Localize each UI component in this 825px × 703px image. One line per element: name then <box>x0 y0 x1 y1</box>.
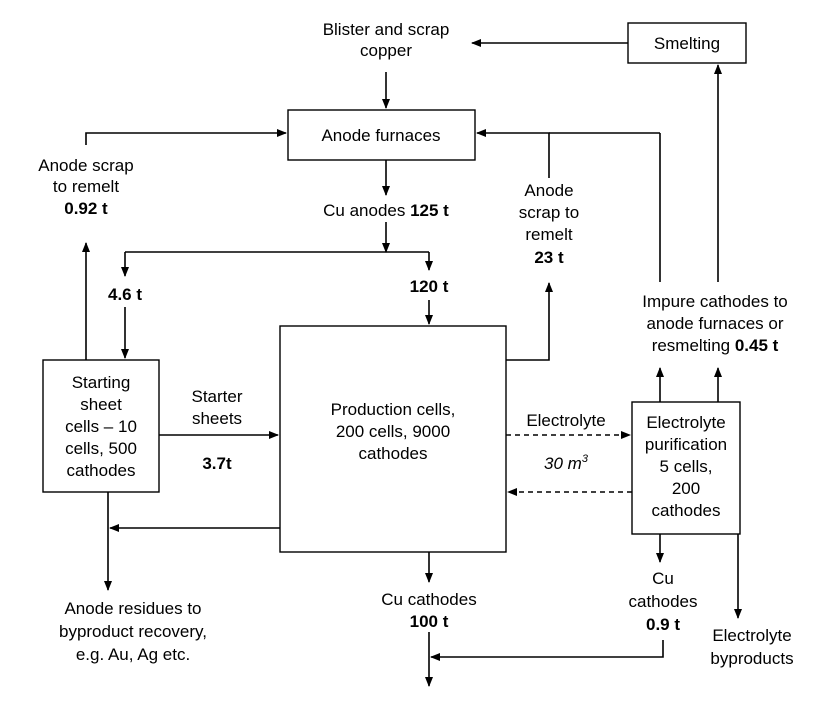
impure-label-line2: anode furnaces or <box>646 314 783 333</box>
split-right-value: 120 t <box>410 277 449 296</box>
small-cathodes-join-arrow <box>430 640 664 661</box>
residues-label-line2: byproduct recovery, <box>59 622 207 641</box>
anode-furnaces-label: Anode furnaces <box>321 126 440 145</box>
purif-label-line4: 200 <box>672 479 700 498</box>
electrolyte-volume-text: 30 m <box>544 454 582 473</box>
cu-cathodes-value: 100 t <box>410 612 449 631</box>
starting-label-line4: cells, 500 <box>65 439 137 458</box>
purif-label-line1: Electrolyte <box>646 413 725 432</box>
small-cathodes-value: 0.9 t <box>646 615 680 634</box>
blister-label-line2: copper <box>360 41 412 60</box>
residues-label-line3: e.g. Au, Ag etc. <box>76 645 190 664</box>
production-to-scrap-arrow <box>506 282 553 361</box>
cu-anodes-text: Cu anodes <box>323 201 410 220</box>
impure-label-line3: resmelting 0.45 t <box>652 336 779 355</box>
starter-label-line1: Starter <box>191 387 242 406</box>
split-left-value: 4.6 t <box>108 285 142 304</box>
purif-label-line5: cathodes <box>652 501 721 520</box>
electrolyte-volume-exponent: 3 <box>582 453 589 465</box>
smelting-label: Smelting <box>654 34 720 53</box>
electrolyte-volume: 30 m3 <box>544 453 589 473</box>
impure-value: 0.45 t <box>735 336 779 355</box>
starting-label-line5: cathodes <box>67 461 136 480</box>
scrap-right-label-line2: scrap to <box>519 203 579 222</box>
cu-cathodes-label: Cu cathodes <box>381 590 476 609</box>
production-label-line2: 200 cells, 9000 <box>336 422 450 441</box>
purif-label-line3: 5 cells, <box>660 457 713 476</box>
starting-label-line3: cells – 10 <box>65 417 137 436</box>
small-cathodes-label-line1: Cu <box>652 569 674 588</box>
right-scrap-to-furnace-arrow <box>476 129 550 178</box>
starting-label-line1: Starting <box>72 373 131 392</box>
left-scrap-to-furnace-arrow <box>85 129 287 145</box>
cu-anodes-value: 125 t <box>410 201 449 220</box>
impure-text: resmelting <box>652 336 735 355</box>
purif-label-line2: purification <box>645 435 727 454</box>
byproducts-label-line1: Electrolyte <box>712 626 791 645</box>
scrap-right-label-line1: Anode <box>524 181 573 200</box>
production-cells-box <box>279 325 507 553</box>
production-label-line3: cathodes <box>359 444 428 463</box>
small-cathodes-label-line2: cathodes <box>629 592 698 611</box>
blister-label-line1: Blister and scrap <box>323 20 450 39</box>
starter-value: 3.7t <box>202 454 232 473</box>
scrap-left-value: 0.92 t <box>64 199 108 218</box>
scrap-right-label-line3: remelt <box>525 225 573 244</box>
scrap-right-value: 23 t <box>534 248 564 267</box>
anode-furnaces-box <box>287 109 476 161</box>
cu-anodes-label: Cu anodes 125 t <box>323 201 449 220</box>
smelting-box <box>627 22 747 64</box>
residues-label-line1: Anode residues to <box>64 599 201 618</box>
electrolyte-label: Electrolyte <box>526 411 605 430</box>
starter-label-line2: sheets <box>192 409 242 428</box>
impure-label-line1: Impure cathodes to <box>642 292 788 311</box>
starting-sheet-cells-box <box>42 359 160 493</box>
production-label-line1: Production cells, <box>331 400 456 419</box>
scrap-left-label-line2: to remelt <box>53 177 119 196</box>
scrap-left-label-line1: Anode scrap <box>38 156 133 175</box>
starting-label-line2: sheet <box>80 395 122 414</box>
electrolyte-purification-box <box>631 401 741 535</box>
byproducts-label-line2: byproducts <box>710 649 793 668</box>
